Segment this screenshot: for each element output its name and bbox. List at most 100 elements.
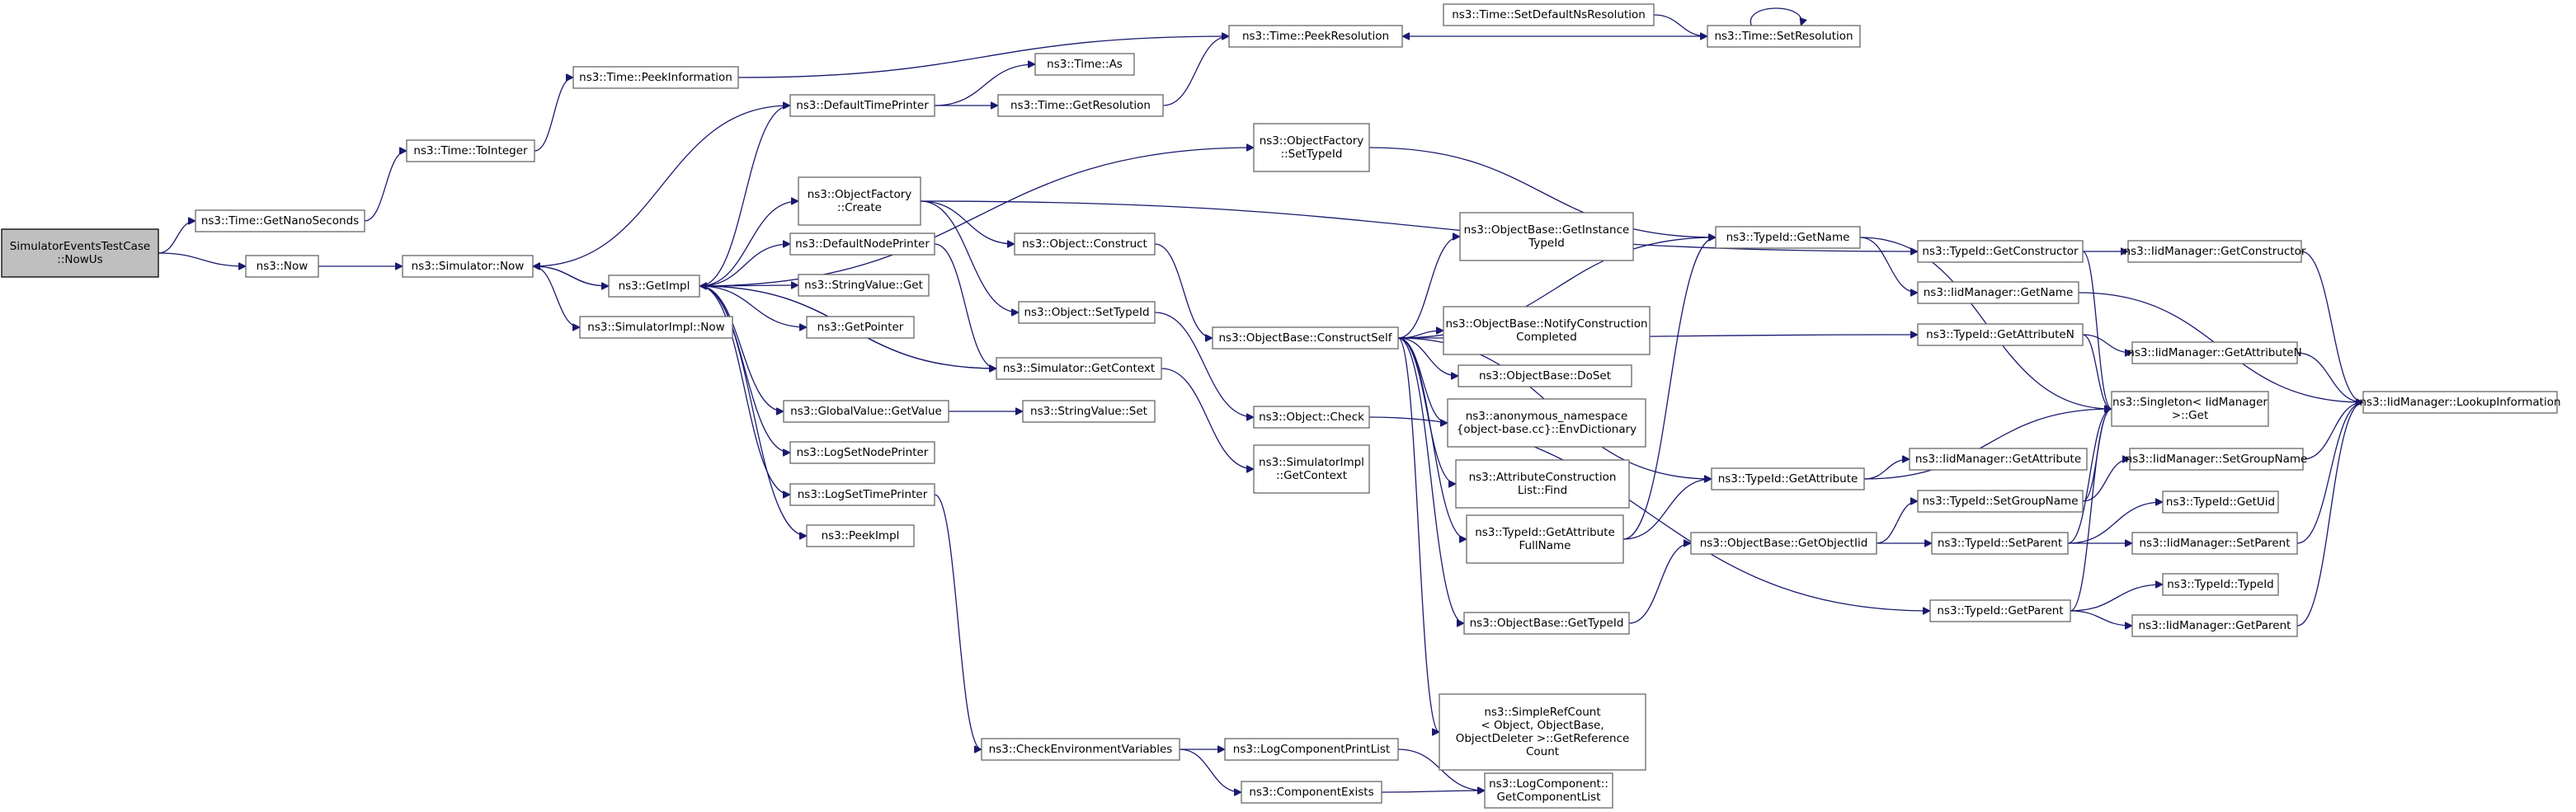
node-tidSetGroup[interactable]: ns3::TypeId::SetGroupName <box>1917 490 2084 513</box>
node-label: ns3::LogComponentPrintList <box>1233 743 1390 756</box>
node-simImplGetCtx[interactable]: ns3::SimulatorImpl::GetContext <box>1253 444 1370 494</box>
edge-tidGetAttrFull-to-tidGetAttr <box>1622 479 1712 540</box>
node-label: ns3::TypeId::SetGroupName <box>1922 495 2078 508</box>
node-tidGetName[interactable]: ns3::TypeId::GetName <box>1715 226 1861 249</box>
node-envDict[interactable]: ns3::anonymous_namespace{object-base.cc}… <box>1447 398 1646 448</box>
node-label: ::SetTypeId <box>1281 148 1343 161</box>
node-tidSetParent[interactable]: ns3::TypeId::SetParent <box>1931 532 2069 555</box>
node-doSet[interactable]: ns3::ObjectBase::DoSet <box>1458 364 1632 387</box>
node-simImplNow[interactable]: ns3::SimulatorImpl::Now <box>579 316 733 339</box>
node-logSetTime[interactable]: ns3::LogSetTimePrinter <box>789 483 935 506</box>
node-getPointer[interactable]: ns3::GetPointer <box>806 316 915 339</box>
node-tidGetAttrN[interactable]: ns3::TypeId::GetAttributeN <box>1917 323 2084 346</box>
node-label: ns3::GetPointer <box>817 321 904 334</box>
edge-constructSelf-to-refCount <box>1397 337 1440 732</box>
nodes-layer: SimulatorEventsTestCase::NowUs ns3::Time:… <box>1 3 2561 809</box>
node-iidGetName[interactable]: ns3::IidManager::GetName <box>1917 281 2079 304</box>
node-lookupInfo[interactable]: ns3::IidManager::LookupInformation <box>2359 391 2561 414</box>
node-obGetTid[interactable]: ns3::ObjectBase::GetTypeId <box>1463 612 1630 635</box>
node-toInteger[interactable]: ns3::Time::ToInteger <box>406 139 535 162</box>
node-setDefNs[interactable]: ns3::Time::SetDefaultNsResolution <box>1443 3 1655 26</box>
node-objFactCreate[interactable]: ns3::ObjectFactory::Create <box>798 176 921 226</box>
node-objCheck[interactable]: ns3::Object::Check <box>1253 406 1370 429</box>
node-getCompList[interactable]: ns3::LogComponent::GetComponentList <box>1484 772 1613 809</box>
node-notifyConstr[interactable]: ns3::ObjectBase::NotifyConstructionCompl… <box>1443 306 1651 355</box>
node-objSetTid[interactable]: ns3::Object::SetTypeId <box>1018 301 1156 324</box>
node-now[interactable]: ns3::Now <box>245 255 319 278</box>
node-iidGetConstr[interactable]: ns3::IidManager::GetConstructor <box>2124 240 2306 263</box>
node-tidGetConstr[interactable]: ns3::TypeId::GetConstructor <box>1917 240 2084 263</box>
node-box <box>1014 232 1156 256</box>
node-obGetObjTid[interactable]: ns3::ObjectBase::GetObjectIid <box>1690 532 1877 555</box>
node-label: ns3::LogSetNodePrinter <box>797 446 929 459</box>
node-label: ns3::TypeId::GetConstructor <box>1922 245 2079 258</box>
node-iidGetAttrN[interactable]: ns3::IidManager::GetAttributeN <box>2127 341 2302 364</box>
node-box <box>1459 212 1634 261</box>
node-checkEnv[interactable]: ns3::CheckEnvironmentVariables <box>981 738 1180 761</box>
node-box <box>572 66 739 89</box>
node-label: ns3::ObjectBase::DoSet <box>1479 369 1611 383</box>
node-timePeekRes[interactable]: ns3::Time::PeekResolution <box>1228 25 1403 48</box>
node-iidGetAttr[interactable]: ns3::IidManager::GetAttribute <box>1909 448 2088 471</box>
node-peekImpl[interactable]: ns3::PeekImpl <box>806 524 915 547</box>
node-label: ns3::ObjectBase::GetTypeId <box>1470 617 1624 630</box>
node-tidGetUid[interactable]: ns3::TypeId::GetUid <box>2162 490 2279 514</box>
node-box <box>1917 240 2084 263</box>
node-simNow[interactable]: ns3::Simulator::Now <box>402 255 534 278</box>
edge-getImpl-to-getPointer <box>699 285 807 327</box>
node-box <box>1224 738 1399 761</box>
node-box <box>783 400 949 423</box>
node-tidGetAttr[interactable]: ns3::TypeId::GetAttribute <box>1711 467 1865 490</box>
node-box <box>1917 281 2079 304</box>
node-strValSet[interactable]: ns3::StringValue::Set <box>1022 400 1156 423</box>
node-iidGetParent[interactable]: ns3::IidManager::GetParent <box>2131 614 2298 637</box>
node-label: ns3::ObjectFactory <box>808 188 912 201</box>
node-iidSetParent[interactable]: ns3::IidManager::SetParent <box>2131 532 2298 555</box>
node-setRes[interactable]: ns3::Time::SetResolution <box>1707 25 1861 48</box>
edge-defNodePrinter-to-simGetContext <box>934 243 997 368</box>
node-label: ns3::LogSetTimePrinter <box>798 488 928 501</box>
node-tidTypeId[interactable]: ns3::TypeId::TypeId <box>2162 573 2279 596</box>
edge-defTimePrinter-to-timeAs <box>934 64 1035 106</box>
node-logSetNode[interactable]: ns3::LogSetNodePrinter <box>789 441 935 464</box>
node-iidSetGroup[interactable]: ns3::IidManager::SetGroupName <box>2126 448 2308 471</box>
edge-getImpl-to-logSetNode <box>699 285 790 453</box>
node-timeGetRes[interactable]: ns3::Time::GetResolution <box>997 94 1164 117</box>
node-label: ::Create <box>837 201 882 214</box>
node-refCount[interactable]: ns3::SimpleRefCount< Object, ObjectBase,… <box>1439 693 1646 771</box>
node-logCompPrint[interactable]: ns3::LogComponentPrintList <box>1224 738 1399 761</box>
edge-tidGetConstr-to-singleton <box>2082 251 2112 409</box>
node-getNano[interactable]: ns3::Time::GetNanoSeconds <box>195 209 365 232</box>
node-strValGet[interactable]: ns3::StringValue::Get <box>798 274 930 297</box>
node-label: ns3::TypeId::TypeId <box>2167 578 2274 591</box>
node-objFactSetTid[interactable]: ns3::ObjectFactory::SetTypeId <box>1253 123 1370 172</box>
node-singleton[interactable]: ns3::Singleton< IidManager>::Get <box>2111 391 2269 427</box>
edge-getImpl-to-gvGetValue <box>699 285 784 411</box>
node-objConstruct[interactable]: ns3::Object::Construct <box>1014 232 1156 256</box>
node-label: ns3::GlobalValue::GetValue <box>790 405 942 418</box>
edge-root-to-getNano <box>158 221 196 254</box>
node-label: ns3::ObjectBase::ConstructSelf <box>1219 331 1393 345</box>
node-box <box>2162 490 2279 514</box>
node-label: ns3::CheckEnvironmentVariables <box>989 743 1173 756</box>
node-timeAs[interactable]: ns3::Time::As <box>1034 53 1135 76</box>
node-compExists[interactable]: ns3::ComponentExists <box>1241 781 1382 804</box>
node-label: ObjectDeleter >::GetReference <box>1456 732 1630 745</box>
node-getImpl[interactable]: ns3::GetImpl <box>608 275 700 298</box>
node-gvGetValue[interactable]: ns3::GlobalValue::GetValue <box>783 400 949 423</box>
node-label: ns3::IidManager::SetGroupName <box>2126 453 2308 466</box>
node-label: Count <box>1526 745 1559 758</box>
node-box <box>996 357 1162 380</box>
node-constructSelf[interactable]: ns3::ObjectBase::ConstructSelf <box>1212 326 1399 350</box>
node-simGetContext[interactable]: ns3::Simulator::GetContext <box>996 357 1162 380</box>
node-peekInfo[interactable]: ns3::Time::PeekInformation <box>572 66 739 89</box>
node-tidGetParent[interactable]: ns3::TypeId::GetParent <box>1929 599 2071 622</box>
node-root[interactable]: SimulatorEventsTestCase::NowUs <box>1 228 159 278</box>
node-defNodePrinter[interactable]: ns3::DefaultNodePrinter <box>789 232 935 256</box>
edge-iidSetParent-to-lookupInfo <box>2296 402 2364 544</box>
node-defTimePrinter[interactable]: ns3::DefaultTimePrinter <box>789 94 935 117</box>
